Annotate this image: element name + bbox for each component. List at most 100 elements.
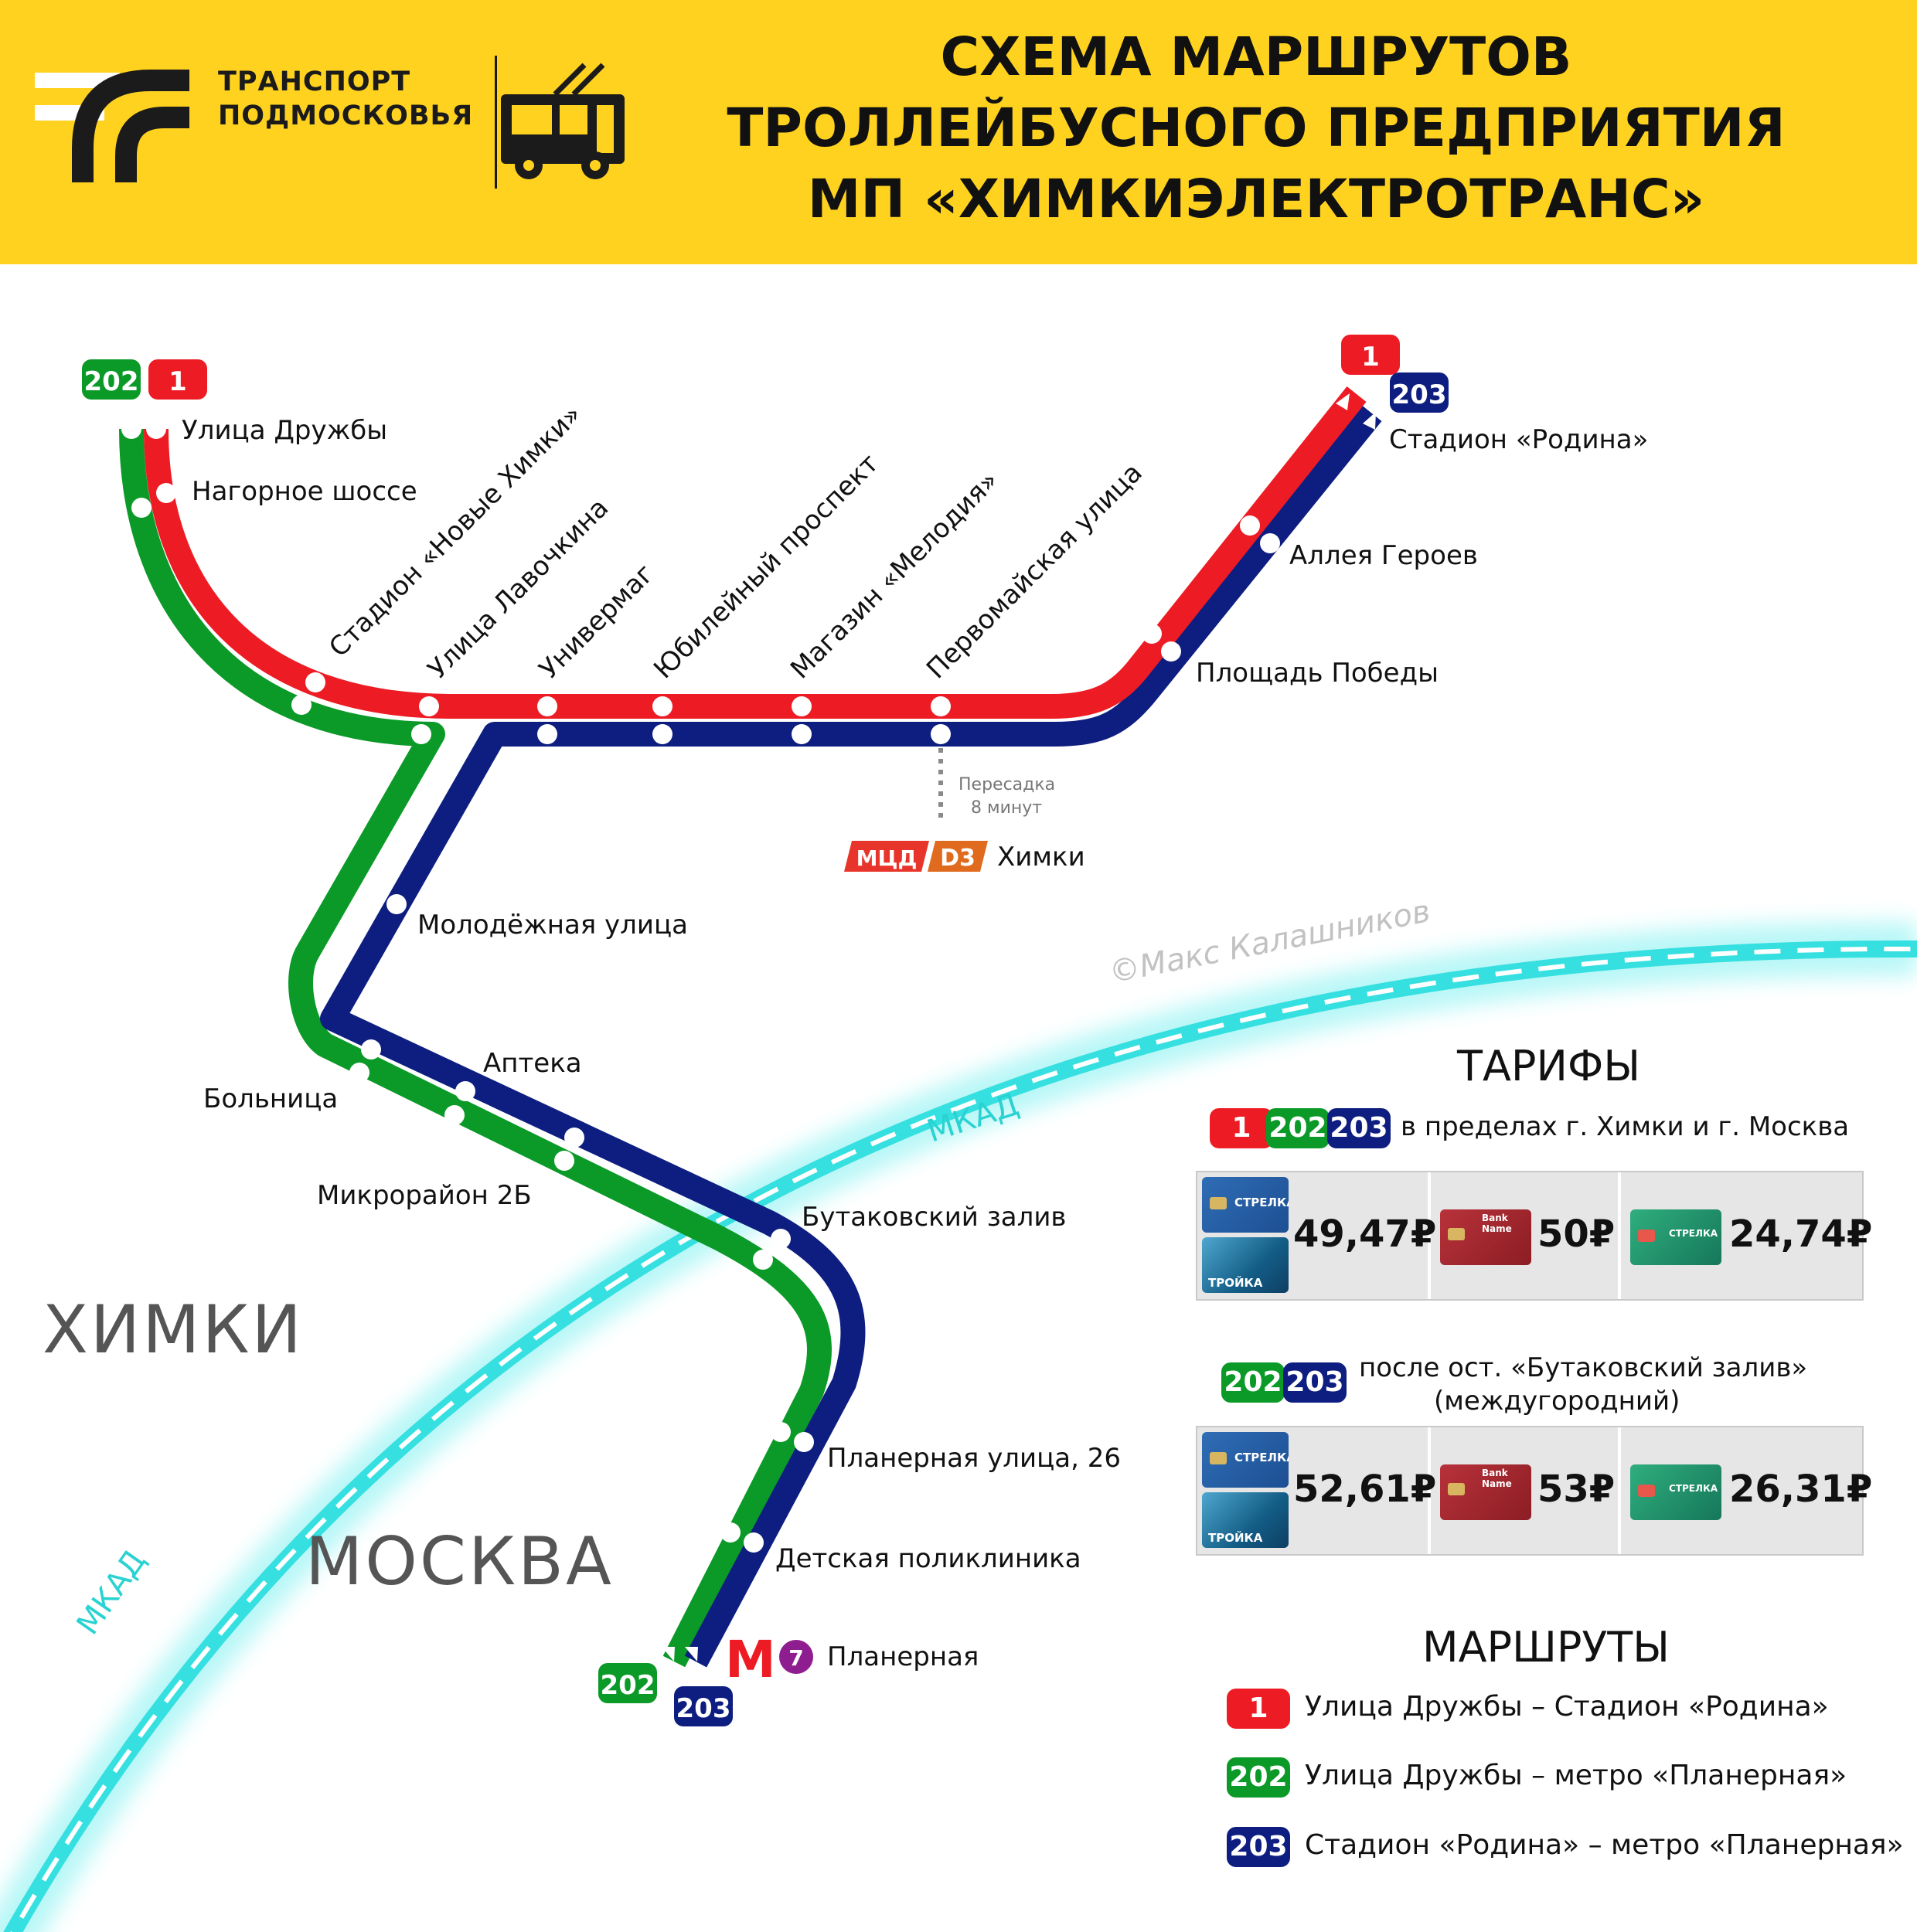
fare-row-intercity: СТРЕЛКА ТРОЙКА 52,61₽ Bank Name 53₽ СТРЕ… xyxy=(1196,1426,1872,1556)
troika-card-icon: ТРОЙКА xyxy=(1202,1237,1289,1293)
stop-dot xyxy=(771,1422,791,1442)
troika-card-text: ТРОЙКА xyxy=(1208,1531,1263,1545)
badge-203-bottom-text: 203 xyxy=(676,1693,731,1724)
stop-dot xyxy=(156,483,176,503)
stop-label-molodezhnaya: Молодёжная улица xyxy=(417,910,688,940)
stop-label-ploshchad-pobedy: Площадь Победы xyxy=(1196,658,1439,689)
card-chip xyxy=(1210,1197,1227,1209)
badge-1-right: 1 xyxy=(1341,335,1400,375)
stop-dot xyxy=(146,419,166,439)
stop-label-pervomayskaya: Первомайская улица xyxy=(921,457,1149,685)
district-label-himki: ХИМКИ xyxy=(43,1291,304,1369)
card-chip xyxy=(1448,1483,1465,1495)
stop-label-planernaya: Планерная xyxy=(827,1641,979,1672)
transport-logo-icon xyxy=(35,70,189,182)
stop-dot xyxy=(121,419,141,439)
logo-divider xyxy=(495,56,497,189)
price-strelka-intercity: 52,61₽ xyxy=(1293,1468,1437,1511)
stop-dot xyxy=(386,894,407,914)
stop-label-mikrorayon: Микрорайон 2Б xyxy=(317,1180,532,1211)
tariff-badge-203-intercity: 203 xyxy=(1283,1362,1347,1403)
title-line-1: СХЕМА МАРШРУТОВ xyxy=(940,26,1572,88)
route-list-desc-202: Улица Дружбы – метро «Планерная» xyxy=(1305,1760,1847,1791)
route-203-line xyxy=(320,405,1382,1668)
transfer-text-line1: Пересадка xyxy=(958,775,1055,794)
troika-card-text: ТРОЙКА xyxy=(1208,1276,1263,1290)
district-label-moskva: МОСКВА xyxy=(305,1523,614,1600)
stop-dot xyxy=(931,724,951,744)
route-list-badge-202: 202 xyxy=(1227,1757,1290,1798)
stop-dot xyxy=(1161,641,1181,662)
bank-card-text: Bank Name xyxy=(1482,1468,1512,1489)
stop-dot xyxy=(131,498,152,518)
stop-label-univermag: Универмаг xyxy=(533,558,660,685)
logo-line-1: ТРАНСПОРТ xyxy=(218,66,411,97)
strelka-card-text: СТРЕЛКА xyxy=(1234,1451,1289,1464)
social-card-text: СТРЕЛКА xyxy=(1669,1483,1718,1494)
arrow-203-bottom-terminal xyxy=(685,1647,698,1662)
mcd-logo-icon: МЦД D3 xyxy=(844,841,988,872)
mcd-logo-text: МЦД xyxy=(856,845,918,871)
stop-dot xyxy=(931,696,951,716)
logo-text: ТРАНСПОРТ ПОДМОСКОВЬЯ xyxy=(218,65,473,133)
stop-dot xyxy=(652,696,672,716)
stop-dot xyxy=(1142,624,1162,644)
stop-dot xyxy=(1260,533,1280,553)
arrow-1-terminal xyxy=(1336,393,1350,410)
transfer-text-line2: 8 минут xyxy=(971,798,1042,818)
title-line-2: ТРОЛЛЕЙБУСНОГО ПРЕДПРИЯТИЯ xyxy=(727,97,1786,159)
badge-202-top-text: 202 xyxy=(84,366,139,397)
stop-dot xyxy=(537,696,557,716)
troika-card-icon: ТРОЙКА xyxy=(1202,1492,1289,1548)
tariff-badge-1: 1 xyxy=(1210,1108,1273,1148)
badge-202-top: 202 xyxy=(82,359,141,400)
stop-label-detskaya: Детская поликлиника xyxy=(775,1543,1081,1574)
stop-dot xyxy=(305,672,325,692)
card-chip xyxy=(1448,1228,1465,1240)
stop-dot xyxy=(794,1432,814,1452)
stop-label-alleya-geroev: Аллея Героев xyxy=(1289,540,1478,571)
stop-dot xyxy=(771,1229,791,1249)
stop-dot xyxy=(652,724,672,744)
tariff-after-line1: после ост. «Бутаковский залив» xyxy=(1359,1352,1808,1383)
strelka-card-text: СТРЕЛКА xyxy=(1234,1196,1289,1209)
transfer-station-label: Химки xyxy=(997,842,1085,872)
fare-separator xyxy=(1428,1172,1431,1299)
social-card-icon: СТРЕЛКА xyxy=(1630,1209,1721,1265)
stop-label-ulitsa-druzhby: Улица Дружбы xyxy=(182,415,387,446)
stop-dot xyxy=(291,695,312,715)
route-list-badge-203: 203 xyxy=(1227,1827,1290,1867)
route-list-desc-203: Стадион «Родина» – метро «Планерная» xyxy=(1305,1829,1904,1861)
badge-203-bottom: 203 xyxy=(674,1686,733,1726)
card-chip xyxy=(1638,1485,1655,1497)
stop-label-nagornoe: Нагорное шоссе xyxy=(192,476,417,507)
tariff-badge-203: 203 xyxy=(1327,1108,1391,1148)
fare-separator xyxy=(1618,1427,1621,1554)
social-card-icon: СТРЕЛКА xyxy=(1630,1464,1721,1520)
badge-202-bottom-text: 202 xyxy=(601,1670,655,1701)
route-list-badge-1: 1 xyxy=(1227,1689,1290,1729)
metro-line-7-icon xyxy=(779,1640,813,1674)
stop-label-bolnitsa: Больница xyxy=(203,1083,338,1114)
stop-label-stadion-rodina: Стадион «Родина» xyxy=(1389,424,1648,455)
price-bank-local: 50₽ xyxy=(1537,1213,1616,1256)
logo-line-2: ПОДМОСКОВЬЯ xyxy=(218,100,474,131)
price-strelka-local: 49,47₽ xyxy=(1293,1213,1437,1256)
badge-203-right-text: 203 xyxy=(1392,379,1447,410)
badge-202-bottom: 202 xyxy=(598,1663,657,1703)
route-1-line xyxy=(144,386,1367,719)
stop-dot xyxy=(792,724,812,744)
price-social-intercity: 26,31₽ xyxy=(1729,1468,1873,1511)
tariff-after-line2: (междугородний) xyxy=(1434,1386,1680,1417)
stop-dot xyxy=(365,881,385,901)
fare-separator xyxy=(1428,1427,1431,1554)
routes-heading: МАРШРУТЫ xyxy=(1422,1623,1670,1672)
strelka-card-icon: СТРЕЛКА xyxy=(1202,1432,1289,1488)
tariff-badge-202-intercity: 202 xyxy=(1221,1362,1285,1403)
stop-label-butakovsky: Бутаковский залив xyxy=(802,1202,1066,1233)
metro-line-7-number: 7 xyxy=(788,1645,803,1671)
stop-dot xyxy=(361,1039,381,1060)
title-line-3: МП «ХИМКИЭЛЕКТРОТРАНС» xyxy=(807,168,1705,230)
badge-203-right: 203 xyxy=(1390,372,1449,413)
